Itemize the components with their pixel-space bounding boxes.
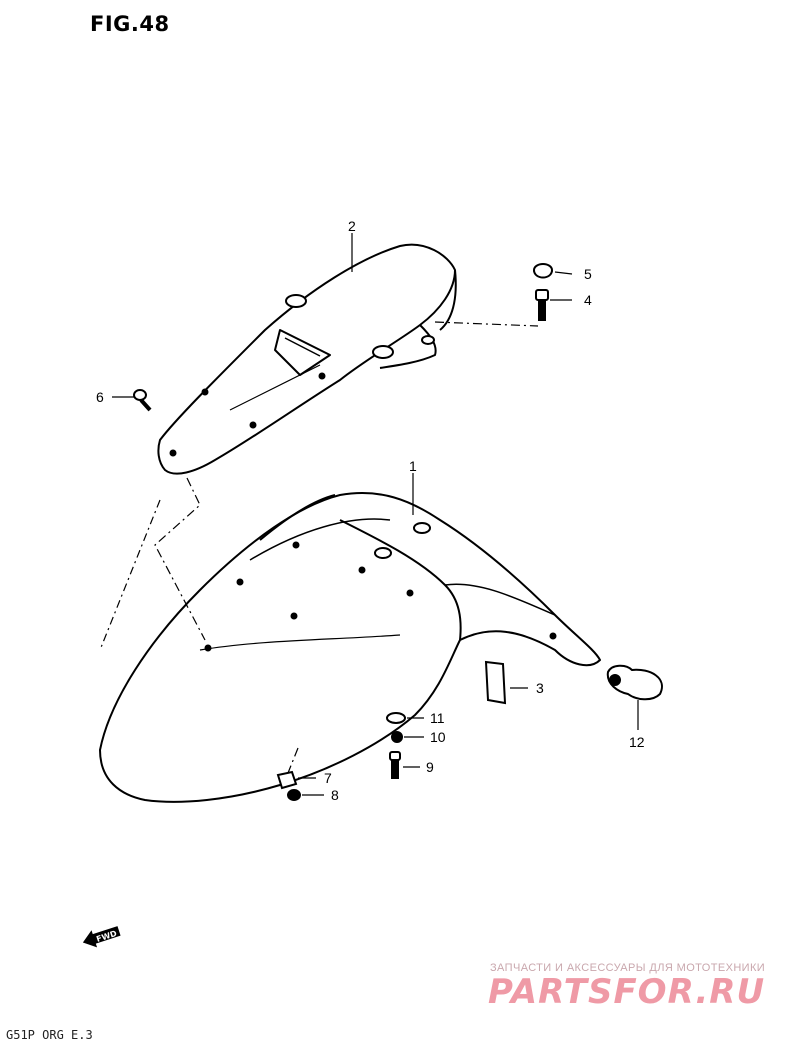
part-11-washer[interactable] xyxy=(386,712,406,724)
footer-code: G51P ORG E.3 xyxy=(6,1028,93,1042)
watermark-tagline: ЗАПЧАСТИ И АКСЕССУАРЫ ДЛЯ МОТОТЕХНИКИ xyxy=(490,962,766,974)
part-8-nut[interactable] xyxy=(287,789,301,801)
fwd-label: FWD xyxy=(95,929,118,944)
callout-6: 6 xyxy=(96,389,104,405)
part-3-plate[interactable] xyxy=(484,660,507,705)
part-6-screw[interactable] xyxy=(133,389,152,412)
callout-12: 12 xyxy=(629,734,645,750)
watermark-brand: PARTSFOR.RU xyxy=(488,972,766,1012)
part-5-cap[interactable] xyxy=(533,263,553,279)
callout-3: 3 xyxy=(536,680,544,696)
callout-leaders xyxy=(112,233,639,796)
part-2-upper-fender[interactable] xyxy=(157,243,457,475)
part-4-bolt[interactable] xyxy=(535,289,549,321)
callout-5: 5 xyxy=(584,266,592,282)
callout-1: 1 xyxy=(409,458,417,474)
callout-10: 10 xyxy=(430,729,446,745)
callout-8: 8 xyxy=(331,787,339,803)
callout-4: 4 xyxy=(584,292,592,308)
callout-numbers: 1 2 3 4 5 6 7 8 9 10 11 12 xyxy=(96,218,645,803)
part-10-nut[interactable] xyxy=(391,731,403,743)
part-12-reflector[interactable] xyxy=(606,664,663,701)
callout-9: 9 xyxy=(426,759,434,775)
callout-7: 7 xyxy=(324,770,332,786)
fwd-arrow: FWD xyxy=(82,926,121,948)
part-9-bolt[interactable] xyxy=(389,751,401,779)
callout-11: 11 xyxy=(430,710,445,726)
figure-title: FIG.48 xyxy=(90,12,170,36)
callout-2: 2 xyxy=(348,218,356,234)
part-1-front-fender[interactable] xyxy=(99,492,601,803)
part-7-clip-nut[interactable] xyxy=(276,770,298,790)
